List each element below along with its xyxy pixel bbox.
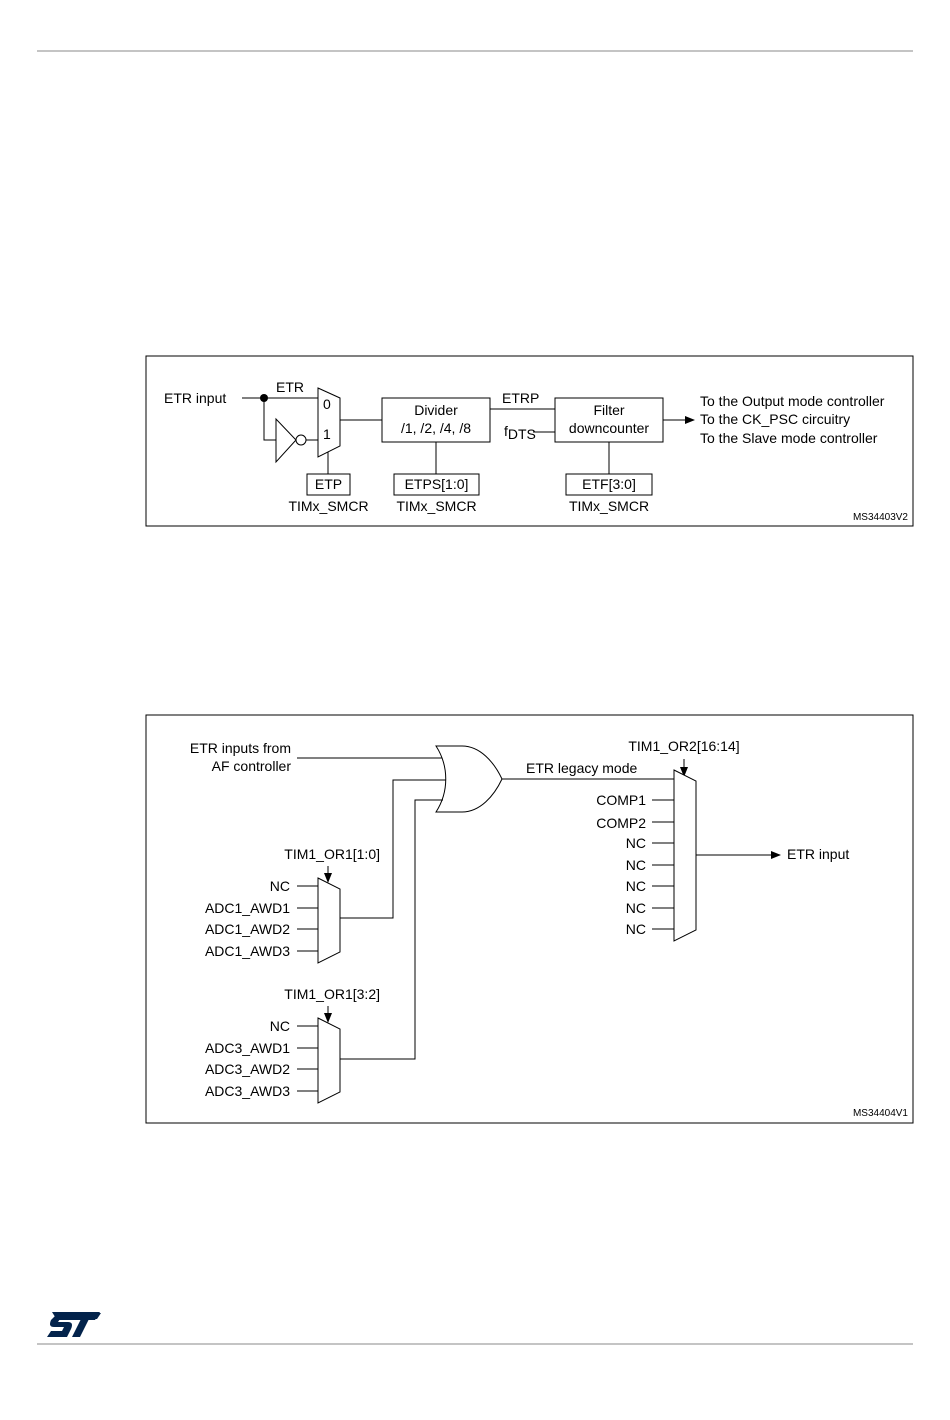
mux-b-input-3: ADC3_AWD3 [205, 1083, 290, 1099]
tim1-or1-b-select-label: TIM1_OR1[3:2] [284, 986, 380, 1002]
inverter-bubble [295, 434, 307, 446]
polarity-mux [317, 387, 341, 458]
mux-c-input-4: NC [626, 878, 646, 894]
af-input-label-line2: AF controller [212, 758, 292, 774]
mux-b-to-or-wire [340, 799, 443, 1060]
diagram2-frame [145, 714, 914, 1124]
mux-b-input-0: NC [270, 1018, 290, 1034]
adc1-mux-inputs: NC ADC1_AWD1 ADC1_AWD2 ADC1_AWD3 [205, 878, 318, 959]
mux-a-to-or-wire [340, 779, 446, 919]
etr-output-label: ETR input [787, 846, 849, 862]
filter-title: Filter [593, 402, 624, 418]
output-dest-1: To the CK_PSC circuitry [700, 411, 850, 427]
mux-input-1: 1 [323, 426, 331, 442]
fdts-label: fDTS [504, 423, 536, 442]
etp-box [306, 473, 351, 496]
divider-title: Divider [414, 402, 458, 418]
mux-c-input-0: COMP1 [596, 792, 646, 808]
etr-legacy-label: ETR legacy mode [526, 760, 637, 776]
etps-register: TIMx_SMCR [396, 498, 476, 514]
etr-prescaler-diagram: ETR input ETR 0 1 ETP TIMx_SMCR Divider … [145, 355, 914, 527]
mux-c-input-3: NC [626, 857, 646, 873]
mux-b-input-1: ADC3_AWD1 [205, 1040, 290, 1056]
etrp-label: ETRP [502, 390, 539, 406]
mux-b-input-2: ADC3_AWD2 [205, 1061, 290, 1077]
mux-a-input-1: ADC1_AWD1 [205, 900, 290, 916]
diagram1-frame [145, 355, 914, 527]
etps-label: ETPS[1:0] [405, 476, 469, 492]
output-dest-0: To the Output mode controller [700, 393, 885, 409]
adc3-mux-inputs: NC ADC3_AWD1 ADC3_AWD2 ADC3_AWD3 [205, 1018, 318, 1099]
adc1-mux [317, 877, 341, 964]
mux-a-input-0: NC [270, 878, 290, 894]
mux-a-input-2: ADC1_AWD2 [205, 921, 290, 937]
etp-label: ETP [315, 476, 342, 492]
inverter-icon [275, 417, 297, 464]
diagram1-ref-id: MS34403V2 [853, 512, 908, 523]
etr-remap-diagram: ETR inputs from AF controller TIM1_OR1[1… [145, 714, 914, 1124]
divider-block [381, 397, 491, 443]
output-dest-2: To the Slave mode controller [700, 430, 878, 446]
divider-ratios: /1, /2, /4, /8 [401, 420, 471, 436]
af-input-label-line1: ETR inputs from [190, 740, 291, 756]
inverter-wire [263, 398, 276, 441]
etr-label: ETR [276, 379, 304, 395]
adc3-mux [317, 1017, 341, 1104]
etf-register: TIMx_SMCR [569, 498, 649, 514]
filter-subtitle: downcounter [569, 420, 650, 436]
etr-output-mux-inputs: COMP1 COMP2 NC NC NC NC NC [596, 792, 674, 937]
mux-a-input-3: ADC1_AWD3 [205, 943, 290, 959]
etf-label: ETF[3:0] [582, 476, 636, 492]
tim1-or2-select-label: TIM1_OR2[16:14] [628, 738, 739, 754]
tim1-or1-a-select-label: TIM1_OR1[1:0] [284, 846, 380, 862]
mux-input-0: 0 [323, 396, 331, 412]
diagram2-ref-id: MS34404V1 [853, 1108, 908, 1119]
etp-register: TIMx_SMCR [288, 498, 368, 514]
mux-c-input-6: NC [626, 921, 646, 937]
filter-block [554, 397, 664, 443]
mux-c-input-1: COMP2 [596, 815, 646, 831]
st-logo-icon [47, 1312, 101, 1337]
mux-c-input-5: NC [626, 900, 646, 916]
mux-c-input-2: NC [626, 835, 646, 851]
etps-box [393, 473, 480, 496]
etr-output-mux [673, 769, 697, 942]
etr-input-label: ETR input [164, 390, 226, 406]
etf-box [565, 473, 653, 496]
or-gate-icon [435, 745, 503, 813]
